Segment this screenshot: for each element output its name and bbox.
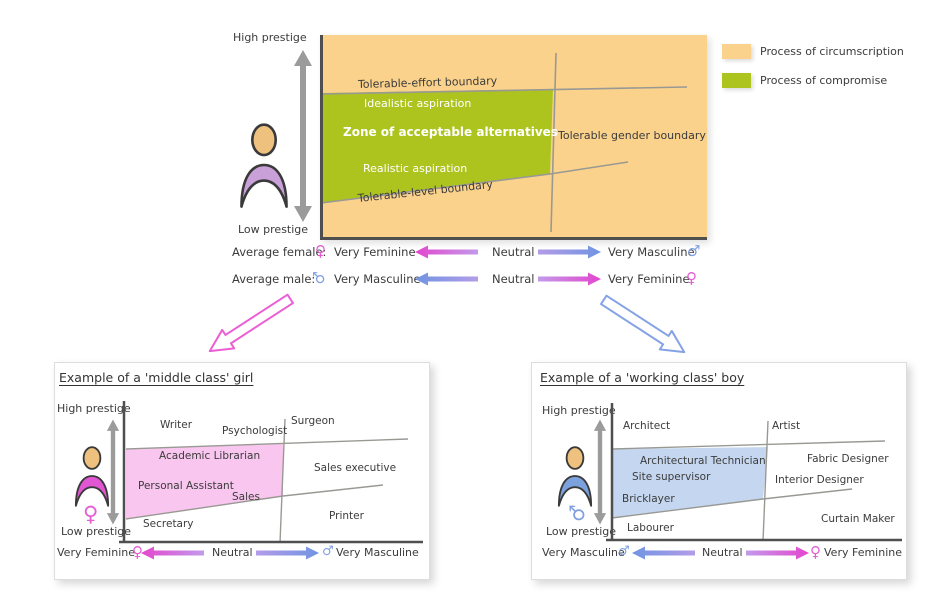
occupation-label: Labourer (627, 522, 674, 534)
occupation-label: Curtain Maker (821, 513, 895, 525)
feminine-direction-arrow (746, 546, 809, 560)
occupation-label: Interior Designer (775, 474, 864, 486)
feminine-direction-arrow (538, 272, 601, 286)
female-symbol-icon: ♀ (810, 543, 821, 561)
scale-neutral-label: Neutral (702, 546, 743, 559)
masculine-direction-arrow (415, 272, 478, 286)
occupation-label: Bricklayer (622, 493, 675, 505)
idealistic-aspiration-label: Idealistic aspiration (364, 97, 472, 110)
zone-of-acceptable-alternatives (321, 89, 553, 203)
tolerable-gender-boundary-label: Tolerable gender boundary (558, 129, 706, 142)
scale-end-label: Very Feminine (824, 546, 902, 559)
boy-high-prestige-label: High prestige (542, 404, 616, 417)
zone-label: Zone of acceptable alternatives (343, 125, 558, 139)
female-symbol-icon: ♀ (315, 242, 326, 260)
person-icon (557, 446, 593, 507)
girl-example-title: Example of a 'middle class' girl (59, 370, 254, 385)
realistic-aspiration-label: Realistic aspiration (363, 162, 468, 175)
girl-high-prestige-label: High prestige (57, 402, 131, 415)
occupation-label: Surgeon (291, 415, 335, 427)
main-low-prestige-label: Low prestige (238, 223, 309, 236)
person-icon (74, 446, 110, 507)
scale-end-label: Very Masculine (336, 546, 419, 559)
scale-neutral-label: Neutral (212, 546, 253, 559)
female-symbol-icon: ♀ (83, 502, 99, 526)
female-end-label: Very Masculine (608, 245, 695, 259)
feminine-direction-arrow (415, 245, 478, 259)
lower-boundary-line (611, 488, 853, 519)
female-symbol-icon: ♀ (132, 543, 143, 561)
boy-chart-graphic (606, 403, 902, 542)
occupation-label: Printer (329, 510, 364, 522)
average-female-label: Average female: (232, 245, 327, 259)
occupation-label: Architect (623, 420, 671, 432)
scale-start-label: Very Masculine (542, 546, 625, 559)
female-neutral-label: Neutral (492, 245, 535, 259)
masculine-direction-arrow (538, 245, 601, 259)
girl-low-prestige-label: Low prestige (61, 525, 132, 538)
occupation-label: Sales (232, 491, 260, 503)
occupation-label: Secretary (143, 518, 194, 530)
occupation-label: Artist (772, 420, 801, 432)
legend-item-circumscription: Process of circumscription (722, 41, 904, 60)
occupation-label: Fabric Designer (807, 453, 889, 465)
male-symbol-icon: ♂ (618, 544, 630, 559)
gender-boundary-line (279, 418, 286, 544)
average-male-label: Average male: (232, 272, 316, 286)
tolerable-level-boundary-line (320, 161, 629, 204)
occupation-label: Site supervisor (632, 471, 711, 483)
main-chart-graphic (320, 35, 707, 240)
occupation-label: Sales executive (314, 462, 397, 474)
legend-label: Process of compromise (760, 74, 888, 87)
compromise-swatch (722, 73, 751, 88)
occupation-label: Writer (160, 419, 193, 431)
female-symbol-icon: ♀ (686, 269, 697, 287)
boy-zone (612, 447, 768, 518)
legend: Process of circumscription Process of co… (722, 41, 904, 89)
male-symbol-icon: ♂ (312, 269, 326, 287)
boy-example-box: Example of a 'working class' boy High pr… (531, 362, 907, 580)
prestige-axis-arrow (593, 419, 607, 525)
upper-boundary-line (125, 438, 409, 450)
occupation-label: Psychologist (222, 425, 288, 437)
scale-start-label: Very Feminine (57, 546, 135, 559)
female-start-label: Very Feminine (334, 245, 416, 259)
masculine-direction-arrow (256, 546, 319, 560)
boy-example-connector-arrow (600, 294, 686, 354)
male-start-label: Very Masculine (334, 272, 421, 286)
male-end-label: Very Feminine (608, 272, 690, 286)
lower-boundary-line (125, 484, 384, 520)
occupation-label: Personal Assistant (138, 480, 234, 492)
tolerable-effort-boundary-line (320, 86, 688, 95)
male-neutral-label: Neutral (492, 272, 535, 286)
masculine-direction-arrow (632, 546, 695, 560)
tolerable-gender-boundary-line (550, 52, 557, 233)
circumscription-swatch (722, 44, 751, 59)
male-symbol-icon: ♂ (687, 242, 701, 260)
legend-label: Process of circumscription (760, 45, 904, 58)
girl-example-connector-arrow (208, 293, 294, 353)
boy-example-title: Example of a 'working class' boy (540, 370, 745, 385)
feminine-direction-arrow (141, 546, 204, 560)
gender-boundary-line (762, 420, 769, 542)
male-symbol-icon: ♂ (322, 544, 334, 559)
main-high-prestige-label: High prestige (233, 31, 307, 44)
person-icon (240, 123, 288, 208)
prestige-axis-arrow (294, 50, 312, 222)
boy-low-prestige-label: Low prestige (546, 525, 617, 538)
girl-zone (126, 444, 283, 519)
girl-example-box: Example of a 'middle class' girl High pr… (54, 362, 430, 580)
girl-chart-graphic (119, 401, 423, 544)
occupation-label: Academic Librarian (159, 450, 261, 462)
main-chart: Tolerable-effort boundary Idealistic asp… (320, 35, 707, 240)
occupation-label: Architectural Technician (640, 455, 766, 467)
legend-item-compromise: Process of compromise (722, 70, 904, 89)
upper-boundary-line (611, 440, 886, 450)
prestige-axis-arrow (106, 419, 120, 525)
